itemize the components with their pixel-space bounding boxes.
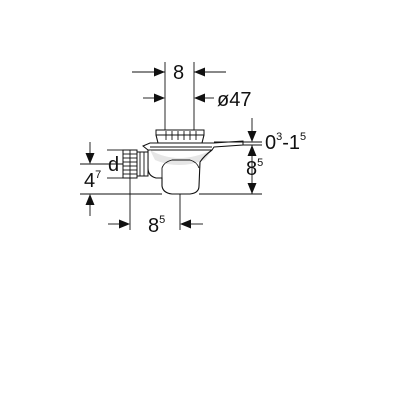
arrowhead-diameter-left bbox=[154, 93, 165, 103]
dimension-top-width: 8 bbox=[132, 62, 226, 130]
dimension-body-height: 85 bbox=[199, 145, 263, 195]
drain-body bbox=[122, 129, 244, 195]
dimension-grate-diameter: ø47 bbox=[143, 89, 251, 111]
label-body-height: 85 bbox=[246, 157, 263, 180]
grate-frame bbox=[155, 134, 205, 144]
arrowhead-top-left bbox=[154, 67, 165, 77]
arrowhead-bottom-left bbox=[119, 219, 130, 229]
grate-top bbox=[155, 129, 205, 136]
grate-slots bbox=[165, 131, 197, 140]
dimension-outlet-height: 47 bbox=[80, 142, 162, 216]
arrowhead-outlet-top bbox=[85, 153, 95, 164]
arrowhead-body-top bbox=[247, 145, 257, 156]
trap-body bbox=[147, 149, 213, 195]
dimension-bottom-width: 85 bbox=[108, 178, 203, 237]
label-grate-diameter: ø47 bbox=[217, 89, 251, 111]
arrowhead-body-bottom bbox=[247, 183, 257, 194]
arrowhead-top-right bbox=[194, 67, 205, 77]
label-cover-height: 03-15 bbox=[265, 131, 306, 154]
label-top-width: 8 bbox=[173, 62, 184, 84]
arrowhead-cover-top bbox=[247, 131, 257, 142]
arrowhead-outlet-bottom bbox=[85, 194, 95, 205]
outlet-thread bbox=[123, 150, 137, 178]
arrowhead-bottom-right bbox=[180, 219, 191, 229]
dimension-outlet-diameter: d bbox=[107, 149, 123, 179]
arrowhead-diameter-right bbox=[194, 93, 205, 103]
trap-inner bbox=[161, 159, 200, 178]
label-bottom-width: 85 bbox=[148, 214, 165, 237]
dimension-cover-height: 03-15 bbox=[214, 118, 306, 154]
funnel-shade bbox=[150, 150, 212, 165]
label-outlet-diameter: d bbox=[108, 154, 119, 176]
outlet-pipe-lines bbox=[139, 152, 145, 176]
label-outlet-height: 47 bbox=[84, 169, 101, 192]
